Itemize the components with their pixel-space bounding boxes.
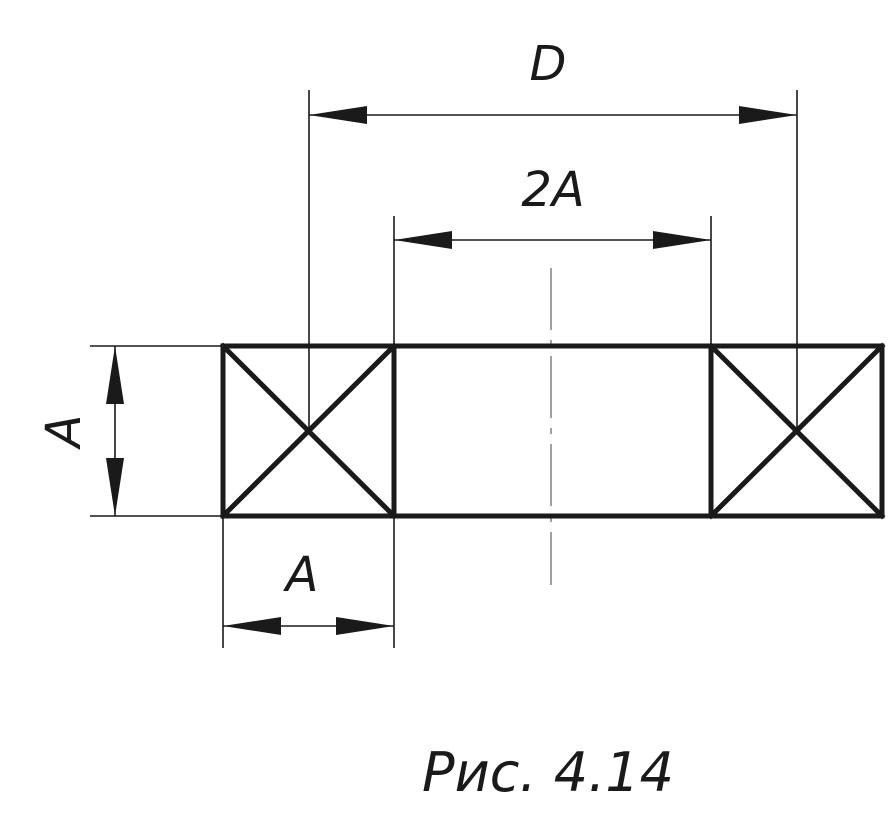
dimension-width-a-label: A [283,547,319,603]
arrowhead-left [309,106,367,124]
arrowhead-right [653,231,711,249]
ring-outline [220,343,885,519]
dimension-height-a-label: A [36,415,92,451]
arrowhead-left [394,231,452,249]
arrowhead-up [106,346,124,404]
dimension-d-label: D [530,36,567,92]
dimension-2a-label: 2A [521,162,584,218]
dimension-d: D [308,36,798,432]
arrowhead-right [739,106,797,124]
arrowhead-right [336,617,394,635]
dimension-height-a: A [36,345,223,517]
dimension-2a: 2A [393,162,712,346]
dimension-width-a: A [222,516,395,648]
arrowhead-down [106,458,124,516]
arrowhead-left [223,617,281,635]
figure-caption: Рис. 4.14 [422,741,674,804]
